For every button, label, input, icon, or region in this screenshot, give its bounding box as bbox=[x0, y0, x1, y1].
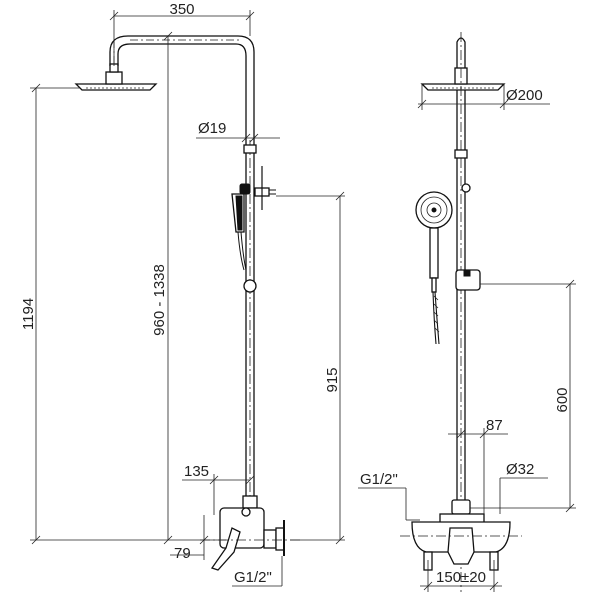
front-thread-label: G1/2" bbox=[360, 471, 398, 488]
dim-handset-height: 915 bbox=[276, 191, 345, 545]
dim-total-height: 1194 bbox=[20, 83, 226, 545]
bottom-label: 79 bbox=[174, 545, 191, 562]
side-thread-label: G1/2" bbox=[234, 569, 272, 586]
offset-label: 135 bbox=[184, 463, 209, 480]
bracket-offset-label: 87 bbox=[486, 417, 503, 434]
side-thread-callout: G1/2" bbox=[232, 556, 283, 587]
front-hand-shower bbox=[415, 191, 453, 345]
side-overhead-arm bbox=[109, 35, 255, 150]
dim-tube-diameter: Ø32 bbox=[499, 461, 548, 514]
dim-centers: 150±20 bbox=[420, 560, 502, 592]
tube-diameter-label: Ø32 bbox=[506, 461, 534, 478]
total-height-label: 1194 bbox=[20, 298, 37, 330]
dim-offset: 135 bbox=[182, 463, 255, 515]
dim-bracket-offset: 87 bbox=[448, 417, 508, 514]
front-thread-callout: G1/2" bbox=[358, 471, 420, 521]
dim-head-diameter: Ø200 bbox=[417, 84, 550, 110]
front-column bbox=[454, 32, 481, 592]
dim-bottom: 79 bbox=[170, 515, 209, 562]
head-diameter-label: Ø200 bbox=[506, 87, 543, 104]
handset-height-label: 915 bbox=[324, 367, 341, 392]
side-hand-shower bbox=[231, 166, 276, 271]
side-shower-head bbox=[74, 63, 158, 91]
pipe-diameter-label: Ø19 bbox=[198, 120, 226, 137]
side-mixer bbox=[200, 495, 300, 571]
dim-bracket-height: 600 bbox=[470, 279, 576, 513]
dim-adjustable-height: 960 - 1338 bbox=[151, 31, 173, 545]
front-view: Ø200 600 87 Ø32 bbox=[358, 32, 576, 592]
front-shower-head bbox=[420, 37, 506, 91]
side-column bbox=[243, 140, 257, 540]
adjustable-height-label: 960 - 1338 bbox=[151, 264, 168, 336]
side-view: 350 Ø19 1194 960 - 1338 bbox=[20, 1, 345, 587]
dim-pipe-diameter: Ø19 bbox=[196, 120, 280, 143]
dim-width: 350 bbox=[109, 1, 255, 66]
centers-label: 150±20 bbox=[436, 569, 486, 586]
bracket-height-label: 600 bbox=[554, 387, 571, 412]
width-label: 350 bbox=[169, 1, 194, 18]
front-mixer bbox=[400, 499, 522, 571]
